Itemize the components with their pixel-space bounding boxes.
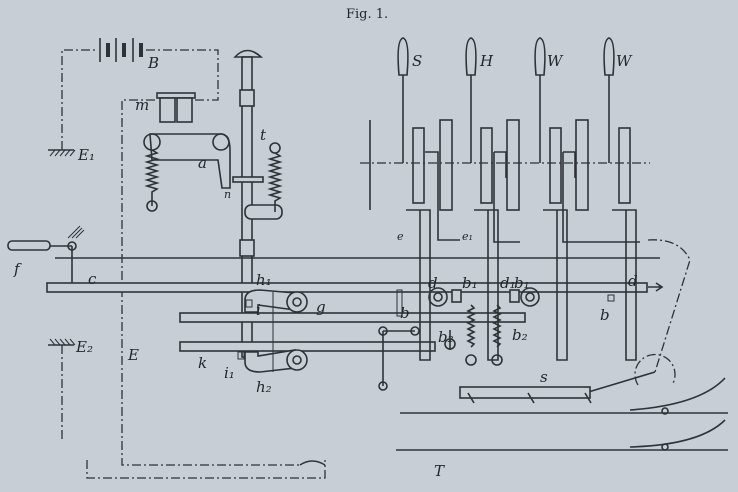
label-i: i [256,301,261,319]
label-magnet: m [135,96,149,114]
label-signal: T [434,462,445,480]
label-wire: E [127,346,139,364]
battery-icon [99,38,143,62]
armature-lever [143,133,231,212]
signal-levers[interactable] [360,37,650,361]
label-d-right: d [628,272,638,290]
lever-3[interactable] [534,37,640,361]
label-ground-2: E₂ [75,338,93,356]
label-s: s [540,368,548,386]
label-rod-g: g [316,298,326,316]
label-i1: i₁ [224,364,235,382]
locking-blocks [378,287,615,391]
label-lever-arm: a [198,154,207,172]
electric-circuit [61,49,326,479]
label-h2: h₂ [256,378,272,396]
label-e: e [397,230,404,243]
lever-label-4: W [616,52,633,70]
label-h1: h₁ [256,271,272,289]
label-d1: d₁ [500,274,516,292]
lever-label-2: H [479,52,494,70]
lever-label-3: W [547,52,564,70]
label-d: d [428,274,438,292]
label-b2: b₂ [438,328,454,346]
label-battery: B [147,54,159,72]
label-rod: t [260,126,267,144]
label-b1: b₁ [462,274,478,292]
lever-1[interactable] [397,37,460,361]
lever-4[interactable] [603,37,637,361]
hand-lever[interactable] [7,225,85,286]
electromagnet [156,92,196,123]
label-rod-k: k [198,354,207,372]
label-b: b [400,304,410,322]
label-b2-right: b₂ [512,326,528,344]
ground-2-icon [48,338,76,346]
label-rod-c: c [88,270,97,288]
plunger-rod [232,49,283,358]
label-e1: e₁ [462,230,473,243]
lever-2[interactable] [465,37,520,361]
ground-1-icon [48,149,76,157]
horizontal-rods [46,257,664,352]
label-b-right: b [600,306,610,324]
label-handle: f [13,260,22,278]
bell-cranks [237,289,308,373]
lever-label-1: S [412,52,422,70]
label-catch: n [224,188,231,201]
label-b1-right: b₁ [514,274,530,292]
switch-points [396,239,728,451]
label-ground-1: E₁ [77,146,95,164]
figure-title: Fig. 1. [346,7,388,22]
